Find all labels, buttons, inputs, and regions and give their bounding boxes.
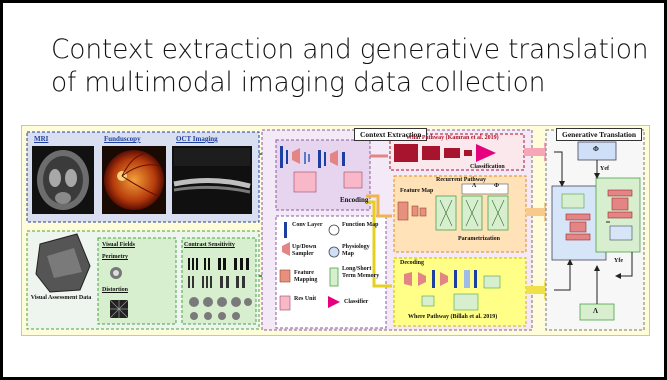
- slide-title-line-2: of multimodal imaging data collection: [51, 67, 546, 98]
- what-block-1: [394, 144, 418, 162]
- where-pathway-label: Where Pathway (Billah et al. 2019): [408, 314, 498, 320]
- legend-lstm-label: Long/Short Term Memory: [342, 266, 380, 279]
- gen-upsilon-ef-label: Υef: [600, 166, 609, 172]
- encoding-label: Encoding: [340, 196, 369, 204]
- contrast-sensitivity-label: Contrast Sensitivity: [184, 242, 235, 248]
- slide-title-line-1: Context extraction and generative transl…: [51, 34, 649, 65]
- contrast-grating-rows: [188, 258, 252, 320]
- where-pathway-panel: [393, 257, 527, 327]
- pipeline-diagram: [26, 129, 645, 331]
- what-classifier-mark: [476, 144, 496, 162]
- recurrent-lambda-label: Λ: [472, 183, 477, 189]
- funduscopy-label: Funduscopy: [104, 135, 141, 143]
- legend-res-unit-swatch: [279, 295, 291, 311]
- what-block-4: [464, 150, 472, 156]
- legend-classifier-swatch: [328, 296, 340, 308]
- perimetry-label: Perimetry: [102, 254, 128, 260]
- gen-phi-label: Φ: [593, 145, 599, 153]
- legend-physiology-label: Physiology Map: [342, 244, 370, 257]
- legend-conv-label: Conv Layer: [292, 222, 323, 228]
- legend-feature-mapping-label: Feature Mapping: [294, 270, 318, 283]
- legend-lstm-swatch: [329, 267, 339, 287]
- legend-res-unit-label: Res Unit: [294, 296, 317, 302]
- context-extraction-title: Context Extraction: [354, 128, 428, 141]
- mri-label: MRI: [34, 135, 49, 143]
- feature-map-label: Feature Map: [400, 188, 434, 194]
- legend-sampler-swatch: [282, 242, 290, 256]
- recurrent-phi-label: Φ: [494, 183, 499, 189]
- what-block-3: [444, 148, 460, 158]
- generative-translation-title: Generative Translation: [556, 128, 643, 141]
- parametrization-label: Parametrization: [458, 236, 500, 242]
- what-block-2: [422, 146, 440, 160]
- recurrent-pathway-label: Recurrent Pathway: [436, 177, 487, 183]
- gen-upsilon-fe-label: Υfe: [614, 258, 623, 264]
- oct-label: OCT Imaging: [176, 135, 218, 143]
- classification-label: Classification: [470, 164, 505, 170]
- legend-sampler-label: Up/Down Sampler: [292, 244, 317, 257]
- visual-fields-label: Visual Fields: [102, 242, 135, 248]
- distortion-label: Distortion: [102, 287, 128, 293]
- legend-classifier-label: Classifier: [344, 299, 369, 305]
- what-pathway-label: What Pathway (Kamran et al. 2019): [406, 135, 499, 141]
- legend-conv-swatch: [284, 222, 287, 238]
- legend-feature-mapping-swatch: [279, 269, 291, 283]
- slide-title: Context extraction and generative transl…: [51, 33, 651, 99]
- gen-lambda-label: Λ: [593, 307, 599, 315]
- visual-assessment-label: Visual Assessment Data: [30, 295, 92, 301]
- pipeline-figure: MRI Funduscopy OCT Imaging Visual Assess…: [21, 125, 650, 336]
- legend-function-map-label: Function Map: [342, 222, 379, 228]
- legend-physiology-swatch: [328, 246, 340, 258]
- legend-function-map-swatch: [328, 224, 340, 236]
- visual-fields-panel: [97, 237, 177, 325]
- decoding-label: Decoding: [400, 260, 424, 266]
